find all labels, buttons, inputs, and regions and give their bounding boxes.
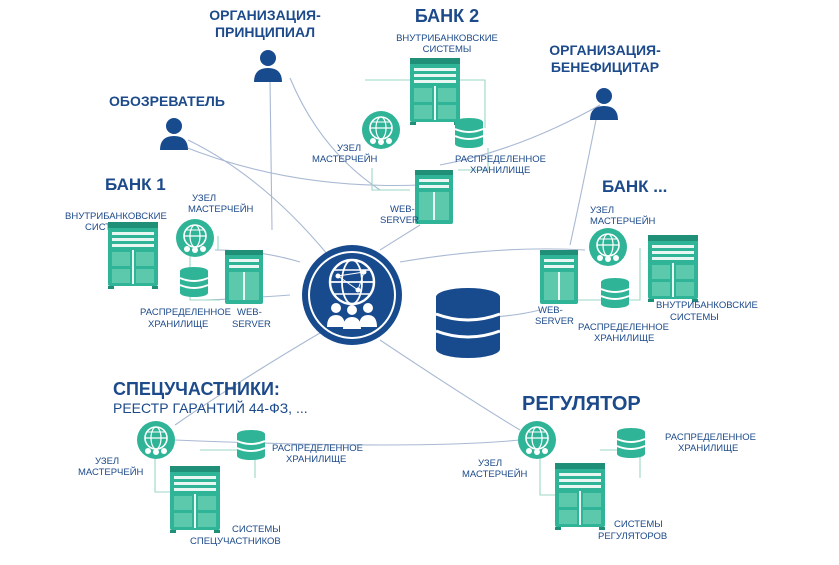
- bank1-web-line1: WEB-: [237, 307, 262, 318]
- bank2-web-line1: WEB-: [390, 204, 415, 215]
- observer: ОБОЗРЕВАТЕЛЬ: [109, 93, 225, 150]
- hub-people-icon: [327, 303, 377, 329]
- regulator-storage-icon: [616, 427, 646, 459]
- bank3-web-server-icon: [540, 250, 578, 304]
- bank2-node-line1: УЗЕЛ: [337, 143, 361, 154]
- bank1-web-line2: SERVER: [232, 319, 271, 330]
- principal-label-line2: ПРИНЦИПИАЛ: [215, 24, 315, 40]
- person-icon: [254, 50, 282, 82]
- bank3-node-line1: УЗЕЛ: [590, 205, 614, 216]
- special-node-line2: МАСТЕРЧЕЙН: [78, 466, 144, 478]
- regulator-servers-icon: [555, 463, 605, 530]
- special-storage-line2: ХРАНИЛИЩЕ: [286, 454, 346, 465]
- bank2-group: БАНК 2 ВНУТРИБАНКОВСКИЕ СИСТЕМЫ УЗЕЛ МАС…: [312, 6, 546, 226]
- bank2-masterchain-node-icon: [361, 110, 401, 150]
- bank1-web-server-icon: [225, 250, 263, 304]
- bank3-systems-line2: СИСТЕМЫ: [670, 312, 719, 323]
- principal-label-line1: ОРГАНИЗАЦИЯ-: [209, 7, 321, 23]
- bank3-masterchain-node-icon: [588, 227, 628, 267]
- bank2-title: БАНК 2: [415, 6, 479, 26]
- bank2-node-line2: МАСТЕРЧЕЙН: [312, 153, 378, 165]
- bank2-systems-line2: СИСТЕМЫ: [423, 44, 472, 55]
- person-icon: [160, 118, 188, 150]
- bank2-storage-icon: [454, 117, 484, 149]
- bank1-storage-icon: [179, 266, 209, 298]
- bank1-group: БАНК 1 ВНУТРИБАНКОВСКИЕ СИСТЕМЫ УЗЕЛ МАС…: [65, 175, 271, 330]
- special-servers-icon: [170, 466, 220, 533]
- bank1-node-line2: МАСТЕРЧЕЙН: [188, 203, 254, 215]
- special-node-line1: УЗЕЛ: [95, 456, 119, 467]
- regulator-storage-line2: ХРАНИЛИЩЕ: [678, 443, 738, 454]
- hub-globe-icon: [328, 258, 376, 306]
- regulator-masterchain-node-icon: [517, 420, 557, 460]
- bank2-storage-line2: ХРАНИЛИЩЕ: [470, 165, 530, 176]
- bank3-systems-line1: ВНУТРИБАНКОВСКИЕ: [656, 300, 758, 311]
- special-systems-line2: СПЕЦУЧАСТНИКОВ: [190, 536, 281, 547]
- bank2-systems-line1: ВНУТРИБАНКОВСКИЕ: [396, 33, 498, 44]
- bank2-web-server-icon: [415, 170, 453, 224]
- beneficiary-org: ОРГАНИЗАЦИЯ- БЕНЕФИЦИТАР: [549, 42, 661, 120]
- principal-org: ОРГАНИЗАЦИЯ- ПРИНЦИПИАЛ: [209, 7, 321, 82]
- bank1-node-line1: УЗЕЛ: [192, 193, 216, 204]
- bank3-storage-line1: РАСПРЕДЕЛЕННОЕ: [578, 322, 669, 333]
- beneficiary-label-line1: ОРГАНИЗАЦИЯ-: [549, 42, 661, 58]
- regulator-systems-line1: СИСТЕМЫ: [614, 519, 663, 530]
- bank2-servers-icon: [410, 58, 460, 125]
- bank3-web-line2: SERVER: [535, 316, 574, 327]
- regulator-systems-line2: РЕГУЛЯТОРОВ: [598, 531, 667, 542]
- bank1-storage-line2: ХРАНИЛИЩЕ: [148, 319, 208, 330]
- special-title: СПЕЦУЧАСТНИКИ:: [113, 379, 280, 399]
- bank3-title: БАНК ...: [602, 177, 667, 196]
- regulator-node-line1: УЗЕЛ: [478, 458, 502, 469]
- bank3-group: БАНК ... УЗЕЛ МАСТЕРЧЕЙН ВНУТРИБАНКОВСКИ…: [535, 177, 758, 344]
- regulator-title: РЕГУЛЯТОР: [522, 393, 641, 415]
- bank1-masterchain-node-icon: [175, 218, 215, 258]
- regulator-node-line2: МАСТЕРЧЕЙН: [462, 468, 528, 480]
- regulator-group: РЕГУЛЯТОР УЗЕЛ МАСТЕРЧЕЙН РАСПРЕДЕЛЕННОЕ…: [462, 393, 756, 542]
- bank2-web-line2: SERVER: [380, 215, 419, 226]
- person-icon: [590, 88, 618, 120]
- bank1-title: БАНК 1: [105, 175, 166, 194]
- bank1-servers-icon: [108, 222, 158, 289]
- special-participants-group: СПЕЦУЧАСТНИКИ: РЕЕСТР ГАРАНТИЙ 44-ФЗ, ..…: [78, 379, 363, 547]
- beneficiary-label-line2: БЕНЕФИЦИТАР: [551, 59, 659, 75]
- bank3-web-line1: WEB-: [538, 305, 563, 316]
- bank2-storage-line1: РАСПРЕДЕЛЕННОЕ: [455, 154, 546, 165]
- central-database-icon: [435, 288, 501, 358]
- special-subtitle: РЕЕСТР ГАРАНТИЙ 44-ФЗ, ...: [113, 399, 308, 416]
- special-storage-line1: РАСПРЕДЕЛЕННОЕ: [272, 443, 363, 454]
- bank3-storage-line2: ХРАНИЛИЩЕ: [594, 333, 654, 344]
- bank3-servers-icon: [648, 235, 698, 302]
- special-masterchain-node-icon: [136, 420, 176, 460]
- regulator-storage-line1: РАСПРЕДЕЛЕННОЕ: [665, 432, 756, 443]
- bank1-storage-line1: РАСПРЕДЕЛЕННОЕ: [140, 307, 231, 318]
- central-hub: [302, 245, 402, 345]
- bank3-node-line2: МАСТЕРЧЕЙН: [590, 215, 656, 227]
- bank1-systems-line1: ВНУТРИБАНКОВСКИЕ: [65, 211, 167, 222]
- observer-label: ОБОЗРЕВАТЕЛЬ: [109, 93, 225, 109]
- bank3-storage-icon: [600, 277, 630, 309]
- special-storage-icon: [236, 429, 266, 461]
- special-systems-line1: СИСТЕМЫ: [232, 524, 281, 535]
